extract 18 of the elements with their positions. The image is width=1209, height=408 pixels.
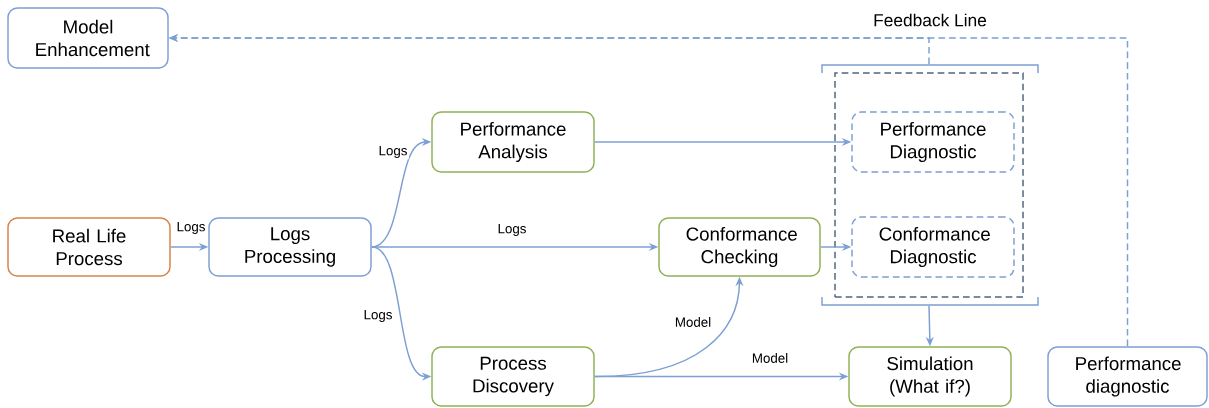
process-box: Real Life Process	[7, 217, 171, 277]
edge-label: Logs	[377, 144, 409, 160]
edge-label: Model	[750, 351, 790, 365]
process-box: Model Enhancement	[7, 7, 169, 69]
edge-label: Logs	[496, 222, 528, 238]
edge-label: Model	[673, 315, 713, 329]
diagnostic-box: Conformance Diagnostic	[851, 216, 1015, 278]
process-box: Logs Processing	[208, 217, 372, 277]
process-box: Performance Analysis	[431, 111, 595, 173]
process-box: Process Discovery	[431, 346, 595, 407]
process-box: Performance diagnostic	[1047, 346, 1208, 407]
line-label: Feedback Line	[871, 12, 989, 28]
diagnostic-box: Performance Diagnostic	[851, 111, 1015, 173]
edge-label: Logs	[362, 308, 394, 324]
process-box: Conformance Checking	[658, 217, 821, 277]
process-box: Simulation (What if?)	[848, 346, 1012, 407]
edge-label: Logs	[175, 220, 207, 236]
group-box	[834, 72, 1024, 298]
